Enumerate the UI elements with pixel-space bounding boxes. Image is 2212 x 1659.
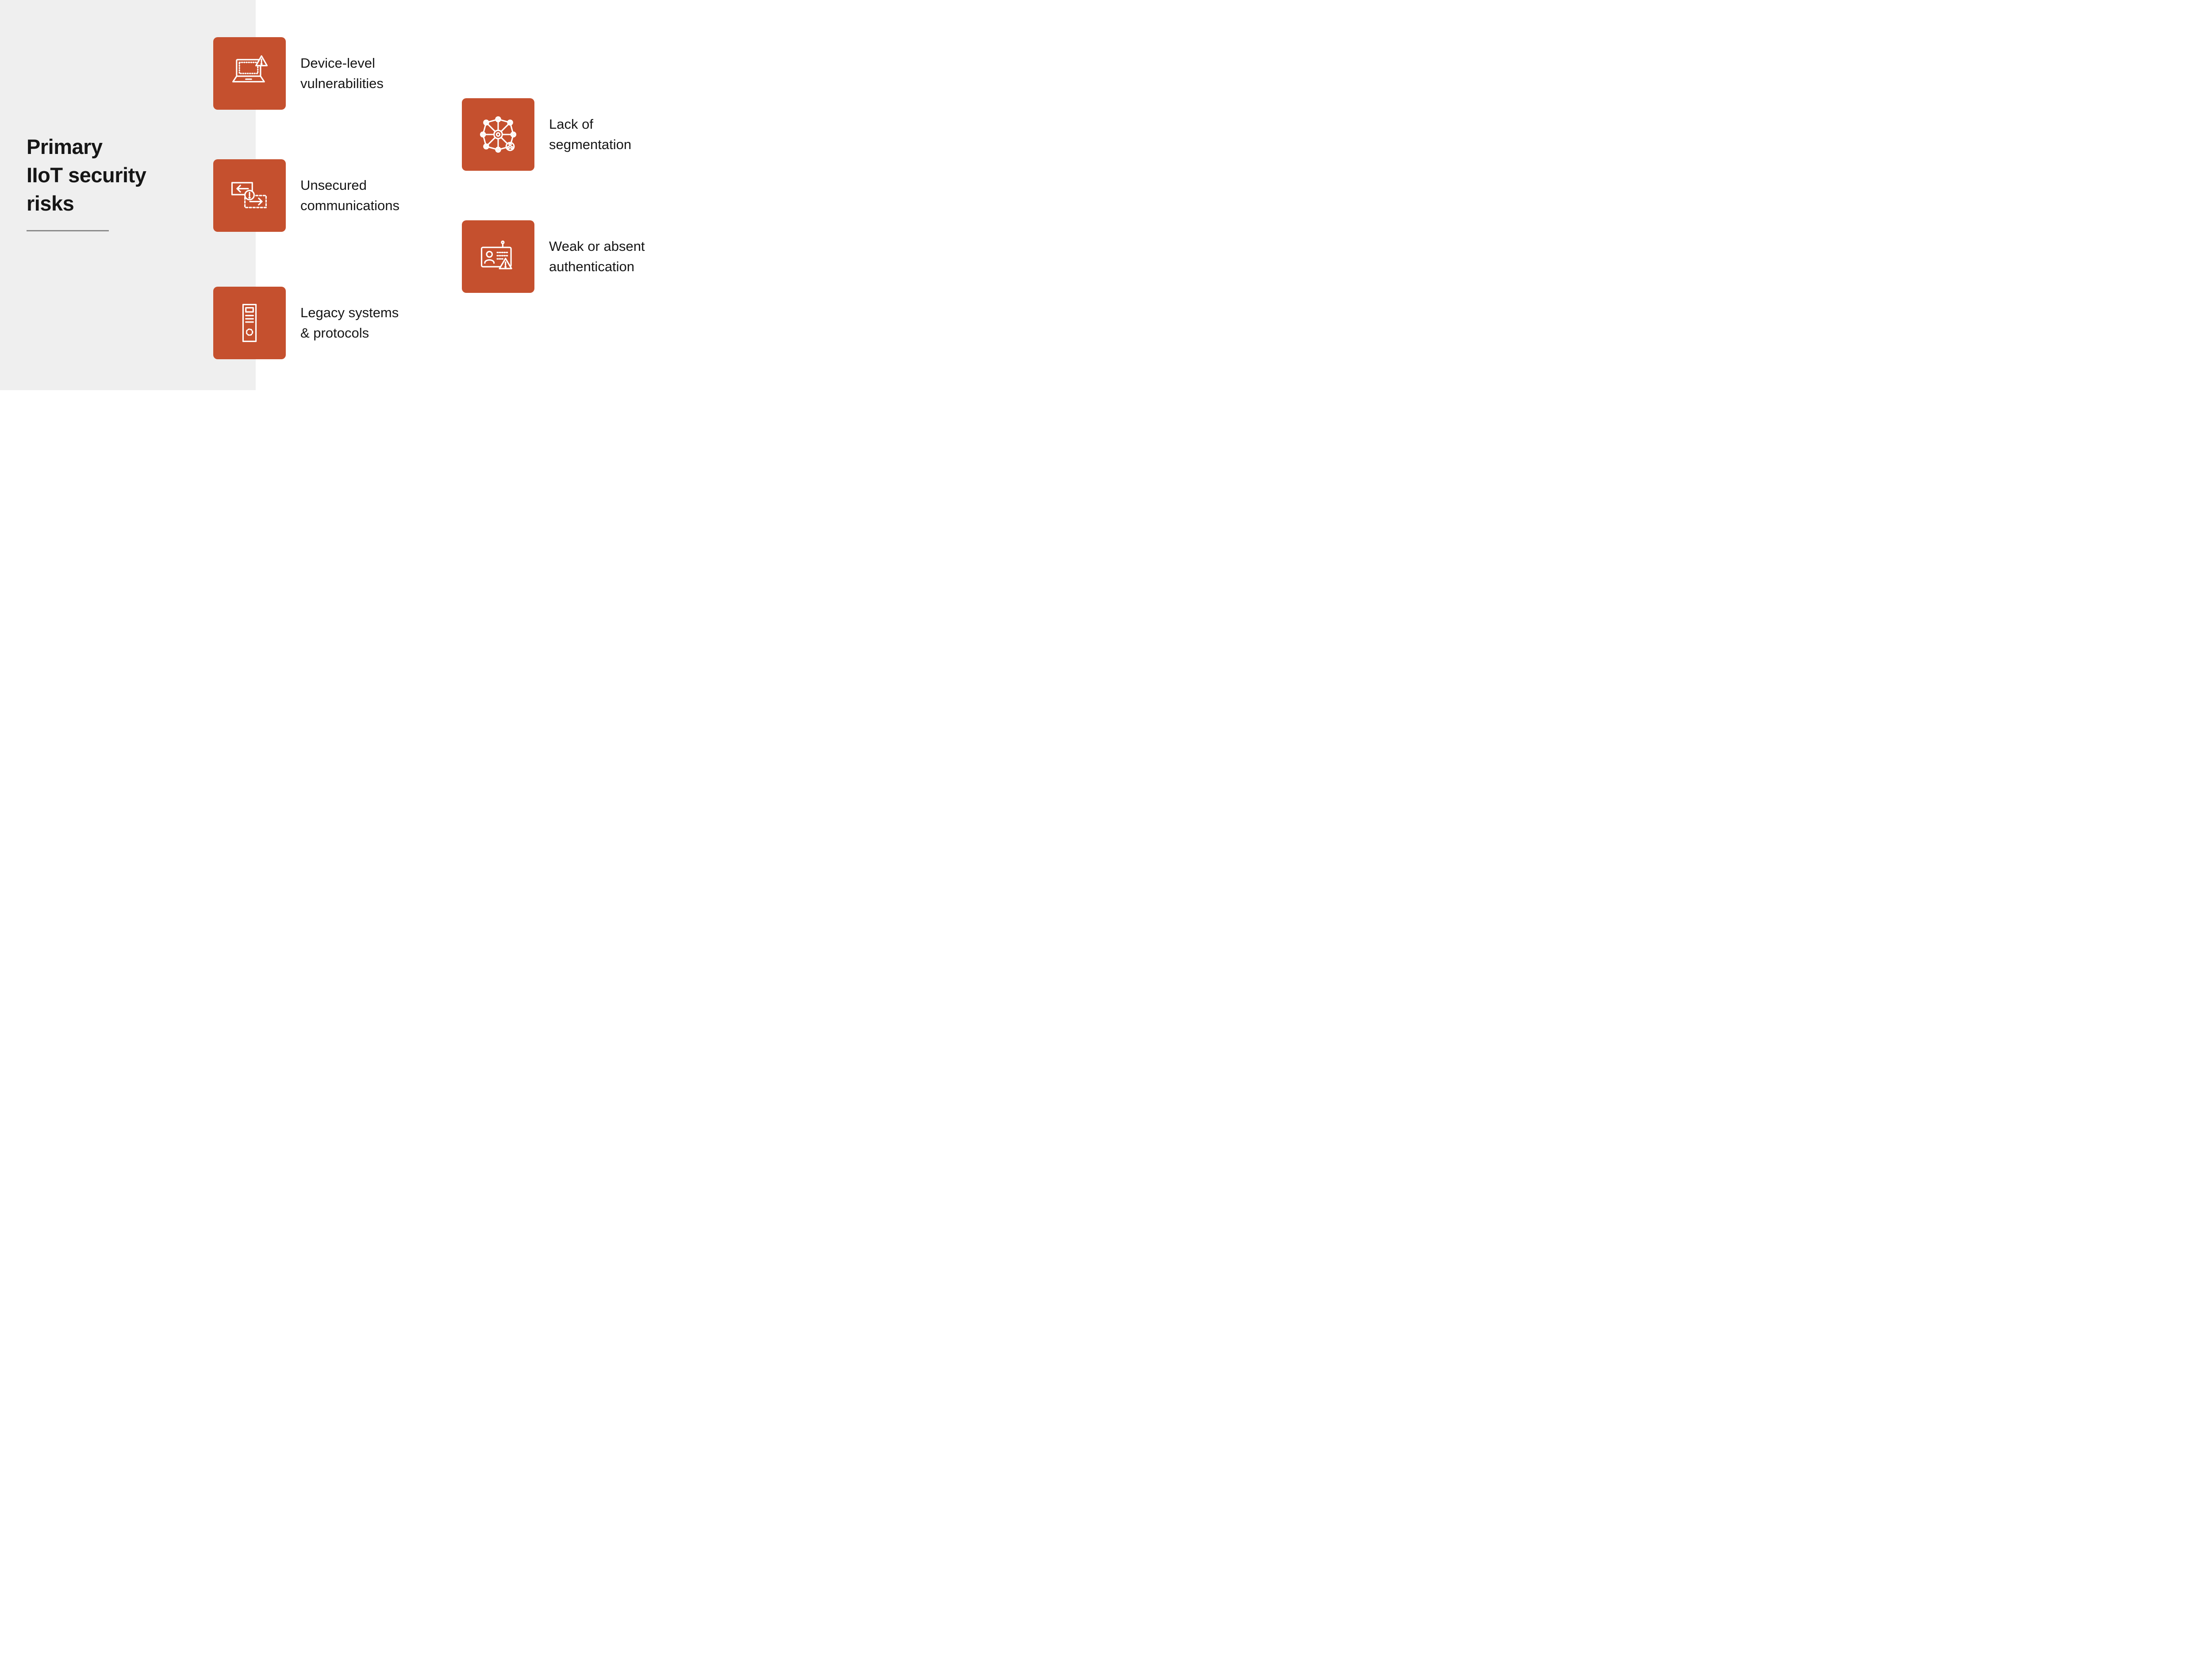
- title-block: Primary IIoT security risks: [27, 133, 146, 231]
- risk-item-legacy-systems-protocols: Legacy systems & protocols: [208, 281, 399, 359]
- risk-item-weak-or-absent-authentication: Weak or absent authentication: [462, 220, 645, 293]
- risk-label: Lack of segmentation: [549, 116, 632, 152]
- risk-label: Weak or absent authentication: [549, 238, 645, 274]
- biohazard-node: [505, 142, 515, 151]
- title-line: Primary: [27, 135, 103, 158]
- data-transfer-warning-icon: [227, 173, 273, 219]
- risk-item-device-level-vulnerabilities: Device-level vulnerabilities: [208, 31, 384, 110]
- page-title: Primary IIoT security risks: [27, 133, 146, 218]
- icon-tile: [462, 220, 534, 293]
- gear: [491, 127, 505, 142]
- icon-tile: [208, 281, 286, 359]
- icon-tile: [208, 154, 286, 232]
- laptop-warning-icon: [227, 50, 273, 96]
- risk-label: Device-level vulnerabilities: [300, 55, 384, 91]
- title-line: risks: [27, 192, 74, 215]
- id-card-warning-icon: [475, 234, 521, 280]
- risk-item-unsecured-communications: Unsecured communications: [208, 154, 399, 232]
- icon-tile: [208, 31, 286, 110]
- title-line: IIoT security: [27, 163, 146, 187]
- risk-item-lack-of-segmentation: Lack of segmentation: [462, 98, 631, 171]
- risk-label: Legacy systems & protocols: [300, 305, 399, 341]
- risk-label: Unsecured communications: [300, 177, 399, 213]
- icon-tile: [462, 98, 534, 171]
- title-underline: [27, 230, 109, 231]
- server-tower-icon: [227, 300, 273, 346]
- network-gear-hazard-icon: [475, 111, 521, 157]
